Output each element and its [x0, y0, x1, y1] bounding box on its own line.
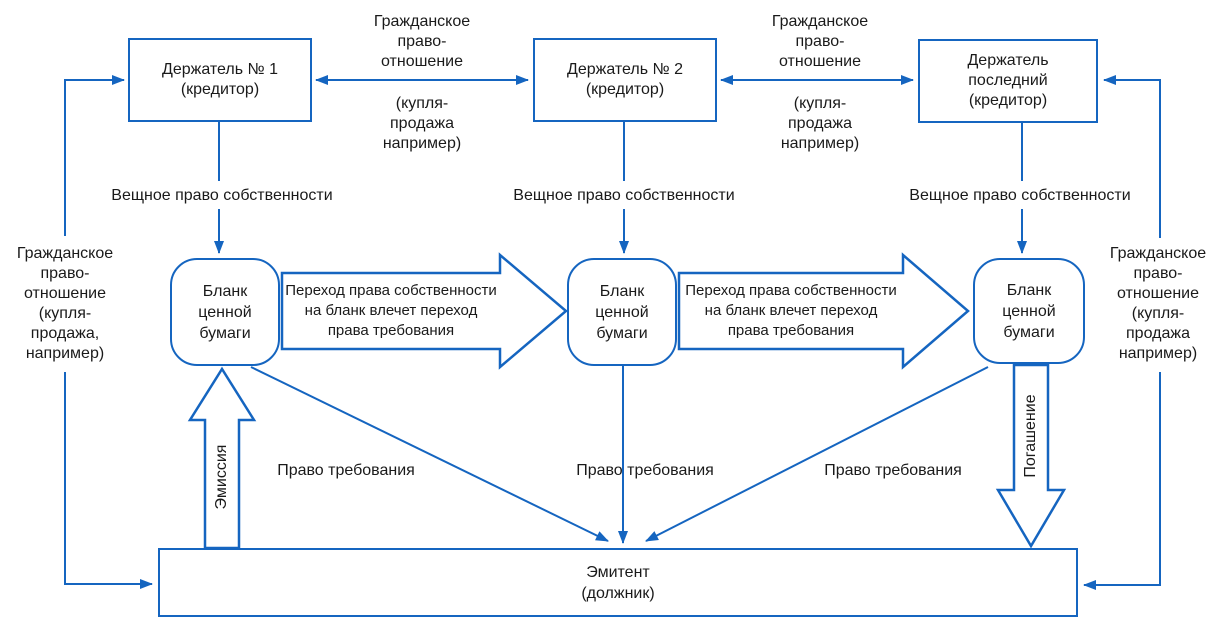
blank-line: ценной: [1002, 302, 1056, 320]
label-line: на бланк влечет переход: [304, 302, 478, 319]
label-line: например): [25, 345, 105, 362]
claim-arrow-from-blank1: [250, 366, 609, 542]
label-line: на бланк влечет переход: [704, 302, 878, 319]
civil-relation-label-1-upper: Гражданское право- отношение: [347, 12, 497, 72]
holder-2-subtitle: (кредитор): [585, 81, 665, 98]
transfer-arrow-text-2: Переход права собственности на бланк вле…: [681, 281, 901, 341]
emission-block-arrow: [187, 366, 257, 550]
ownership-label-3: Вещное право собственности: [909, 187, 1131, 204]
transfer-block-arrow-2: [677, 252, 970, 370]
holder-last-box: Держатель последний (кредитор): [918, 39, 1098, 123]
label-line: (купля-: [1131, 305, 1185, 322]
civil-relation-label-left: Гражданское право- отношение (купля- про…: [0, 244, 130, 364]
blank-line: ценной: [595, 303, 649, 321]
label-line: (купля-: [38, 305, 92, 322]
label-line: право-: [795, 33, 845, 50]
label-line: права требования: [327, 322, 455, 339]
label-line: отношение: [23, 285, 106, 302]
label-line: Гражданское: [16, 245, 114, 262]
blank-line: бумаги: [199, 324, 251, 342]
ownership-label-2: Вещное право собственности: [513, 187, 735, 204]
claim-label-1: Право требования: [277, 462, 415, 479]
claim-arrow-from-blank3: [645, 366, 989, 542]
blank-box-2: Бланк ценной бумаги: [567, 258, 677, 366]
emission-label: Эмиссия: [213, 444, 230, 510]
holder-last-title-2: последний: [968, 72, 1048, 89]
transfer-arrow-text-1: Переход права собственности на бланк вле…: [281, 281, 501, 341]
holder-last-title-1: Держатель: [967, 52, 1049, 69]
blank-box-3: Бланк ценной бумаги: [973, 258, 1085, 364]
civil-relation-label-1-lower: (купля- продажа например): [347, 94, 497, 154]
holder-last-subtitle: (кредитор): [968, 92, 1048, 109]
blank-line: Бланк: [599, 282, 645, 300]
label-line: права требования: [727, 322, 855, 339]
issuer-subtitle: (должник): [581, 584, 655, 602]
claim-label-3: Право требования: [824, 462, 962, 479]
label-line: право-: [40, 265, 90, 282]
label-line: Гражданское: [771, 13, 869, 30]
label-line: отношение: [778, 53, 861, 70]
blank-line: бумаги: [1003, 323, 1055, 341]
claim-label-2: Право требования: [576, 462, 714, 479]
label-line: (купля-: [793, 95, 847, 112]
label-line: отношение: [1116, 285, 1199, 302]
label-line: право-: [1133, 265, 1183, 282]
issuer-title: Эмитент: [586, 563, 650, 581]
ownership-label-1: Вещное право собственности: [111, 187, 333, 204]
blank-line: ценной: [198, 303, 252, 321]
label-line: например): [382, 135, 462, 152]
label-line: например): [780, 135, 860, 152]
label-line: Переход права собственности: [685, 282, 897, 299]
label-line: продажа: [1126, 325, 1190, 342]
label-line: продажа,: [30, 325, 100, 342]
blank-box-1: Бланк ценной бумаги: [170, 258, 280, 366]
blank-line: Бланк: [1006, 281, 1052, 299]
holder-1-box: Держатель № 1 (кредитор): [128, 38, 312, 122]
label-line: например): [1118, 345, 1198, 362]
label-line: продажа: [788, 115, 852, 132]
redemption-block-arrow: [995, 363, 1067, 549]
blank-line: Бланк: [202, 282, 248, 300]
label-line: продажа: [390, 115, 454, 132]
redemption-label: Погашение: [1022, 394, 1039, 478]
holder-2-title: Держатель № 2: [566, 61, 684, 78]
transfer-block-arrow-1: [280, 252, 568, 370]
holder-1-subtitle: (кредитор): [180, 81, 260, 98]
label-line: Гражданское: [373, 13, 471, 30]
blank-line: бумаги: [596, 324, 648, 342]
label-line: Переход права собственности: [285, 282, 497, 299]
issuer-box: Эмитент (должник): [158, 548, 1078, 617]
label-line: право-: [397, 33, 447, 50]
label-line: Гражданское: [1109, 245, 1207, 262]
civil-relation-label-2-upper: Гражданское право- отношение: [745, 12, 895, 72]
holder-2-box: Держатель № 2 (кредитор): [533, 38, 717, 122]
label-line: (купля-: [395, 95, 449, 112]
label-line: отношение: [380, 53, 463, 70]
civil-relation-label-2-lower: (купля- продажа например): [745, 94, 895, 154]
holder-1-title: Держатель № 1: [161, 61, 279, 78]
civil-relation-label-right: Гражданское право- отношение (купля- про…: [1093, 244, 1222, 364]
